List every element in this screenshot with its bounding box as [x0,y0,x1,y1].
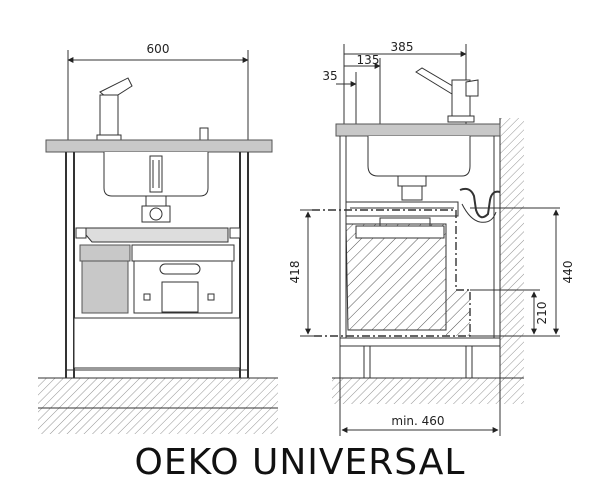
side-sink-bowl [367,136,471,201]
front-cabinet [65,152,249,378]
front-floor [38,377,278,434]
front-sink-bowl [103,152,209,223]
side-floor [332,377,524,404]
front-waste-bin-left [79,244,131,314]
side-countertop [335,123,501,137]
side-offset-35-label: 35 [322,69,337,83]
side-siphon [459,187,501,223]
side-waste-bin [345,223,447,331]
side-pullout-frame [345,201,459,227]
side-min-depth-label: min. 460 [391,414,444,428]
side-offset-135-label: 135 [357,53,380,67]
side-height-440-label: 440 [561,261,575,284]
front-pullout-rail [75,227,241,243]
side-height-440-dimension: 440 [553,209,575,335]
side-depth-label: 385 [391,40,414,54]
side-offset-135-dimension: 135 [344,53,381,125]
side-height-210-label: 210 [535,302,549,325]
side-cabinet [339,136,501,378]
side-offset-35-dimension: 35 [322,69,357,125]
side-height-418-label: 418 [288,261,302,284]
side-height-418-dimension: 418 [288,209,316,337]
side-clearance-outline [312,207,560,337]
side-view: 385 135 35 [288,40,575,436]
side-wall [499,118,524,380]
side-min-depth-dimension: min. 460 [339,346,501,436]
side-height-210-dimension: 210 [531,291,549,335]
product-title: OEKO UNIVERSAL [134,442,466,483]
front-view: 600 [38,42,278,434]
front-width-label: 600 [147,42,170,56]
technical-drawing: 600 [38,40,575,436]
front-width-dimension: 600 [67,42,249,140]
front-countertop [45,139,273,153]
side-faucet [415,67,479,123]
front-waste-bin-right [131,244,235,314]
front-faucet [96,77,209,142]
